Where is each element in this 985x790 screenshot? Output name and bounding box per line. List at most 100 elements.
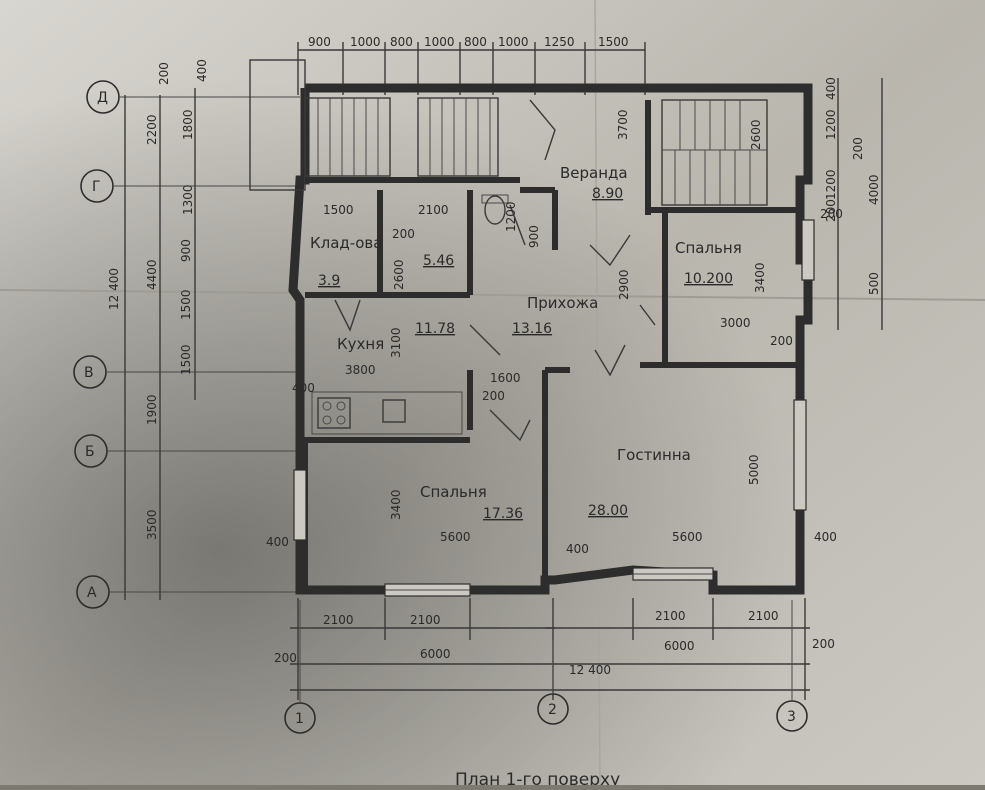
dim-right-2: 1200 — [824, 109, 838, 140]
plan-title: План 1-го поверху — [455, 770, 620, 785]
paper-fold — [594, 0, 601, 786]
dim-top-2: 1000 — [350, 35, 381, 49]
dim-top-8: 1500 — [598, 35, 629, 49]
dim-wall-e: 200 — [770, 334, 793, 348]
right-dimension-chain: 400 1200 200 1200 4000 200 500 — [824, 77, 883, 330]
dim-left-mid-2: 4400 — [145, 259, 159, 290]
dim-left-inner-5: 1500 — [179, 289, 193, 320]
dim-top-5: 800 — [464, 35, 487, 49]
dim-hall-h: 2900 — [617, 269, 631, 300]
column-axes: 1 2 3 — [284, 600, 808, 734]
dim-bottom-3: 2100 — [655, 609, 686, 623]
dim-right-3: 200 — [851, 137, 865, 160]
room-area-bedroom-2: 17.36 — [483, 506, 523, 522]
axis-label-1: 1 — [295, 711, 304, 727]
dim-left-inner-4: 900 — [179, 239, 193, 262]
dim-small-a: 1200 — [504, 201, 518, 232]
stair-middle — [417, 97, 499, 177]
dim-right-7: 500 — [867, 272, 881, 295]
dim-bed1-w: 3000 — [720, 316, 751, 330]
dim-right-4: 1200 — [824, 169, 838, 200]
dim-bed1-h: 3400 — [753, 262, 767, 293]
dim-wall-d: 400 — [292, 381, 315, 395]
toilet-icon — [484, 195, 506, 225]
dim-left-inner-2: 1800 — [181, 109, 195, 140]
dim-right-1: 400 — [824, 77, 838, 100]
dim-left-mid-4: 3500 — [145, 509, 159, 540]
room-name-living: Гостинна — [617, 446, 691, 464]
dim-living-w: 5600 — [672, 530, 703, 544]
dim-stair-w: 2600 — [749, 119, 763, 150]
dim-left-inner-3: 1300 — [181, 184, 195, 215]
axis-label-b: Б — [85, 444, 95, 460]
dim-left-inner-7: 400 — [195, 59, 209, 82]
dim-left-inner-1: 200 — [157, 62, 171, 85]
dim-small-c: 900 — [527, 225, 541, 248]
dim-top-7: 1250 — [544, 35, 575, 49]
room-area-living: 28.00 — [588, 503, 628, 519]
dim-right-5: 4000 — [867, 174, 881, 205]
paper-fold — [0, 289, 985, 301]
axis-label-3: 3 — [787, 709, 796, 725]
dim-step-h: 200 — [482, 389, 505, 403]
dim-top-3: 800 — [390, 35, 413, 49]
room-name-kitchen: Кухня — [337, 335, 384, 353]
dim-kitchen-w: 3800 — [345, 363, 376, 377]
dim-right-6: 200 — [824, 199, 838, 222]
dim-left-mid-1: 2200 — [145, 114, 159, 145]
room-area-kitchen: 11.78 — [415, 321, 455, 337]
bottom-dimension-chains: 2100 2100 2100 2100 6000 6000 12 400 200… — [274, 598, 835, 700]
axis-label-d: Д — [97, 90, 108, 106]
dim-top-1: 900 — [308, 35, 331, 49]
stove-icon — [317, 397, 351, 429]
dim-wc-h: 2600 — [392, 259, 406, 290]
dim-step-w: 1600 — [490, 371, 521, 385]
dim-small-b: 200 — [392, 227, 415, 241]
room-labels: Веранда 8.90 Клад-ова 3.9 5.46 Спальня 1… — [310, 164, 742, 522]
room-area-bedroom-1: 10.200 — [684, 271, 733, 287]
dim-bed2-w: 5600 — [440, 530, 471, 544]
room-name-hall: Прихожа — [527, 294, 598, 312]
dim-kitchen-h: 3100 — [389, 327, 403, 358]
dim-top-6: 1000 — [498, 35, 529, 49]
dim-top-4: 1000 — [424, 35, 455, 49]
left-dimension-chains: 12 400 2200 4400 1900 3500 200 1800 1300… — [107, 59, 209, 600]
windows — [293, 219, 815, 597]
room-area-hall: 13.16 — [512, 321, 552, 337]
room-area-klad: 3.9 — [318, 273, 340, 289]
dim-bottom-6000a: 6000 — [420, 647, 451, 661]
dim-wall-a: 400 — [266, 535, 289, 549]
dim-left-mid-3: 1900 — [145, 394, 159, 425]
dim-bottom-6000b: 6000 — [664, 639, 695, 653]
wc-fixture — [481, 194, 509, 225]
axis-label-2: 2 — [548, 702, 557, 718]
dim-bottom-1: 2100 — [323, 613, 354, 627]
dim-living-h: 5000 — [747, 454, 761, 485]
stair-left — [304, 97, 391, 177]
kitchen-fixtures — [311, 391, 463, 435]
room-name-bedroom-1: Спальня — [675, 239, 742, 257]
dim-bed2-h: 3400 — [389, 489, 403, 520]
dim-wall-c: 400 — [814, 530, 837, 544]
door-swings — [334, 99, 656, 442]
room-area-bath: 5.46 — [423, 253, 454, 269]
row-axes: Д Г В Б А — [73, 80, 300, 609]
dim-wall-f: 200 — [820, 207, 843, 221]
dim-bottom-total: 12 400 — [569, 663, 611, 677]
dim-wc-w: 2100 — [418, 203, 449, 217]
dim-wall-b: 400 — [566, 542, 589, 556]
room-name-bedroom-2: Спальня — [420, 483, 487, 501]
inner-dimensions: 3700 2600 1500 2100 2600 1200 200 900 34… — [266, 109, 843, 556]
axis-label-g: Г — [92, 179, 101, 195]
sink-icon — [382, 399, 406, 423]
room-area-veranda: 8.90 — [592, 186, 623, 202]
dim-klad-w: 1500 — [323, 203, 354, 217]
dim-bottom-4: 2100 — [748, 609, 779, 623]
axis-label-a: А — [87, 585, 97, 601]
room-name-klad: Клад-ова — [310, 234, 382, 252]
room-name-veranda: Веранда — [560, 164, 628, 182]
stair-right — [661, 99, 768, 206]
dim-left-inner-6: 1500 — [179, 344, 193, 375]
